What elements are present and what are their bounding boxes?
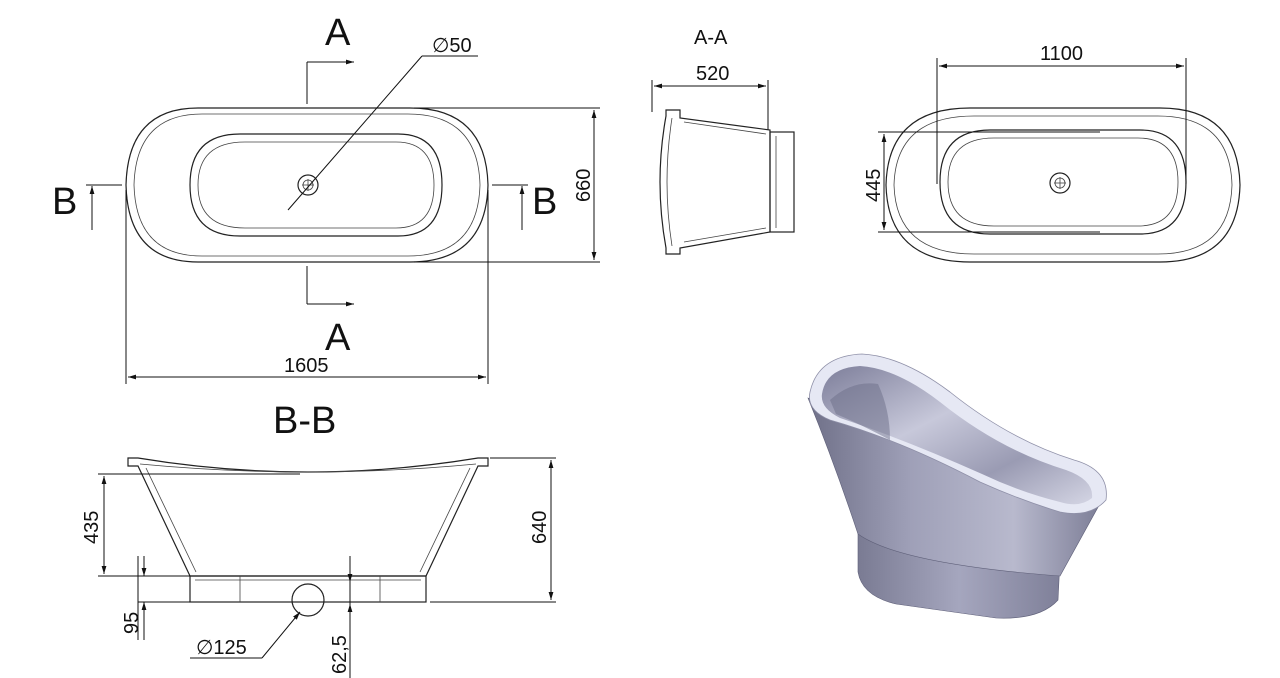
basin-outline-right bbox=[939, 129, 1187, 235]
bb-drain-hole bbox=[291, 583, 325, 617]
section-a-top-label: A bbox=[325, 12, 351, 54]
aa-width-label: 520 bbox=[696, 63, 729, 85]
inner-width-label: 445 bbox=[863, 169, 885, 202]
section-b-right-label: B bbox=[532, 181, 557, 223]
basin-inner bbox=[197, 141, 435, 229]
width-overall-label: 660 bbox=[573, 169, 595, 202]
section-aa-title: A-A bbox=[694, 27, 728, 49]
plan-view-right: 1100 445 bbox=[863, 43, 1241, 263]
depth-label: 435 bbox=[81, 511, 103, 544]
length-overall-label: 1605 bbox=[284, 355, 329, 377]
top-view: ∅50 A A B B 1605 660 bbox=[52, 12, 600, 384]
section-b-left-label: B bbox=[52, 181, 77, 223]
bathtub-render bbox=[807, 353, 1107, 619]
drain-diameter-label: ∅50 bbox=[432, 35, 472, 57]
basin-outline bbox=[189, 133, 443, 237]
section-aa-view: A-A 520 bbox=[651, 27, 795, 255]
aa-profile bbox=[659, 109, 771, 255]
drain-circle-right bbox=[1049, 172, 1071, 194]
outer-rim bbox=[125, 107, 489, 263]
section-a-bottom-label: A bbox=[325, 317, 351, 359]
bb-profile bbox=[127, 457, 489, 577]
inner-length-label: 1100 bbox=[1040, 43, 1083, 65]
aa-base bbox=[769, 131, 795, 233]
total-height-label: 640 bbox=[529, 511, 551, 544]
section-bb-view: B-B 640 435 95 62,5 ∅125 bbox=[81, 400, 556, 678]
drain-leader bbox=[287, 55, 423, 211]
drain-offset-label: 62,5 bbox=[329, 635, 351, 674]
bb-base bbox=[189, 575, 427, 603]
drain-circle bbox=[297, 174, 319, 196]
render-inner bbox=[821, 366, 1093, 505]
base-height-label: 95 bbox=[121, 612, 143, 634]
rim-inner-edge bbox=[133, 113, 481, 257]
drain-hole-label: ∅125 bbox=[196, 637, 247, 659]
section-bb-title: B-B bbox=[273, 400, 336, 442]
outer-rim-right bbox=[885, 107, 1241, 263]
